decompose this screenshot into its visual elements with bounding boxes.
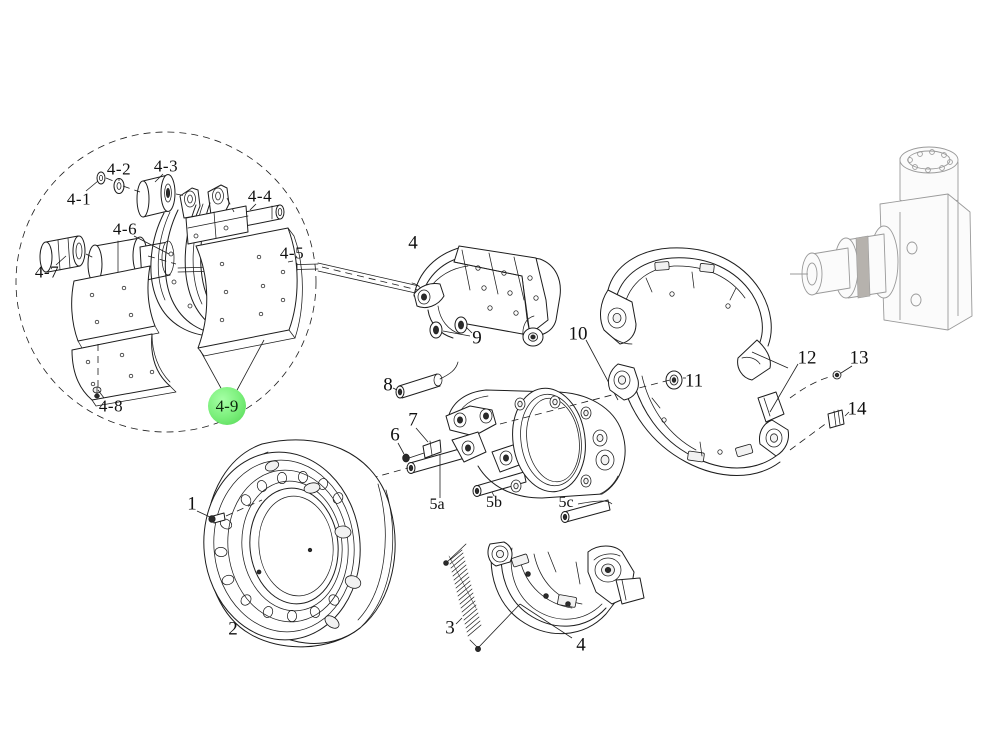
part-5c-bolt bbox=[560, 499, 613, 523]
callout-label-4-3[interactable]: 4-3 bbox=[153, 156, 179, 176]
highlight-marker-4-9 bbox=[208, 387, 246, 425]
part-cam-shaft bbox=[317, 262, 425, 297]
callout-label-4[interactable]: 4 bbox=[408, 232, 418, 254]
highlighted-callout-4-9[interactable]: 4-9 bbox=[215, 396, 239, 416]
callout-label-10[interactable]: 10 bbox=[568, 323, 588, 345]
callout-label-3[interactable]: 3 bbox=[445, 617, 455, 639]
callout-label-11[interactable]: 11 bbox=[684, 370, 704, 392]
callout-label-7[interactable]: 7 bbox=[408, 409, 418, 431]
callout-label-4-5[interactable]: 4-5 bbox=[279, 243, 305, 263]
callout-label-13[interactable]: 13 bbox=[849, 347, 869, 369]
part-13-pin bbox=[789, 365, 853, 399]
callout-label-4-2[interactable]: 4-2 bbox=[106, 159, 132, 179]
callout-label-4-7[interactable]: 4-7 bbox=[34, 262, 60, 282]
callout-label-4-1[interactable]: 4-1 bbox=[66, 189, 92, 209]
part-lower-brake-shoe bbox=[477, 541, 645, 649]
callout-label-4-6[interactable]: 4-6 bbox=[112, 219, 138, 239]
detail-callout-circle bbox=[15, 131, 317, 433]
part-10-spider-plate bbox=[445, 339, 626, 499]
part-right-upper-brake-shoe bbox=[600, 247, 772, 381]
callout-label-2[interactable]: 2 bbox=[228, 618, 238, 640]
part-4-9-lining-plate bbox=[195, 227, 303, 357]
part-8-sleeve bbox=[392, 361, 459, 399]
part-brake-drum bbox=[203, 439, 396, 648]
callout-label-4-4[interactable]: 4-4 bbox=[247, 186, 273, 206]
part-3-return-spring bbox=[443, 543, 482, 652]
callout-label-4[interactable]: 4 bbox=[576, 634, 586, 656]
part-7-bracket bbox=[415, 427, 442, 459]
part-14-clip bbox=[789, 409, 850, 451]
part-5b-bolt bbox=[472, 471, 527, 497]
callout-label-4-8[interactable]: 4-8 bbox=[98, 396, 124, 416]
part-4-3-bushing bbox=[136, 174, 176, 218]
callout-label-1[interactable]: 1 bbox=[187, 493, 197, 515]
part-right-lower-brake-shoe bbox=[607, 351, 799, 476]
callout-label-6[interactable]: 6 bbox=[390, 424, 400, 446]
callout-label-9[interactable]: 9 bbox=[472, 327, 482, 349]
part-11-bushing bbox=[499, 370, 686, 425]
callout-label-12[interactable]: 12 bbox=[797, 347, 817, 369]
part-9-bushings bbox=[429, 316, 473, 339]
part-axle-housing-ghost bbox=[790, 146, 973, 331]
part-4-1-washer bbox=[96, 171, 106, 185]
part-4-7-sleeve bbox=[39, 235, 86, 273]
callout-label-5a[interactable]: 5a bbox=[429, 496, 445, 513]
callout-label-5c[interactable]: 5c bbox=[558, 494, 574, 511]
callout-label-14[interactable]: 14 bbox=[847, 398, 867, 420]
callout-label-5b[interactable]: 5b bbox=[486, 494, 502, 511]
part-upper-brake-shoe bbox=[413, 245, 561, 347]
detail-leader-lines bbox=[55, 173, 294, 399]
part-6-bolt bbox=[397, 442, 425, 463]
part-1-screw bbox=[196, 499, 263, 524]
part-4-8-lower-plate bbox=[71, 333, 177, 407]
callout-label-8[interactable]: 8 bbox=[383, 374, 393, 396]
